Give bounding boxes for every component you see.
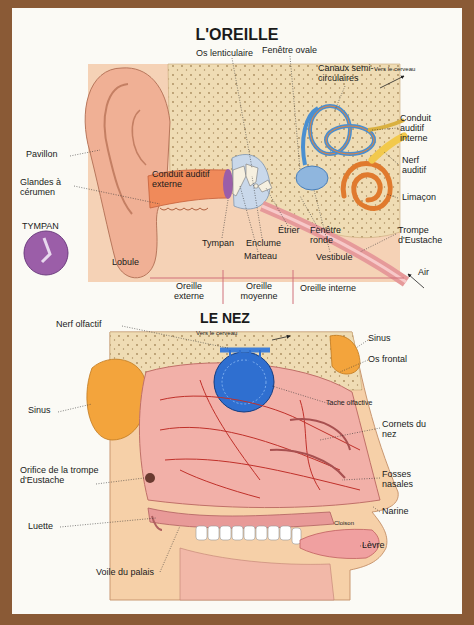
part-label: Cornets du nez — [382, 420, 432, 440]
part-label: TYMPAN — [22, 222, 72, 232]
part-label: Fenêtre ronde — [310, 226, 354, 246]
part-label: Tympan — [202, 239, 244, 249]
part-label: Os lenticulaire — [196, 49, 266, 59]
paper — [12, 8, 462, 614]
part-label: Voile du palais — [96, 568, 196, 578]
part-label: Glandes à cérumen — [20, 178, 76, 198]
part-label: Enclume — [246, 239, 290, 249]
part-label: Luette — [28, 522, 68, 532]
part-label: Cloison — [334, 520, 374, 527]
part-label: Vers le cerveau — [196, 330, 266, 337]
part-label: Canaux semi-circulaires — [318, 64, 380, 84]
part-label: Conduit auditif externe — [152, 170, 228, 190]
part-label: Oreille externe — [160, 282, 218, 302]
part-label: Oreille interne — [300, 284, 390, 294]
part-label: Os frontal — [368, 355, 428, 365]
part-label: Narine — [382, 507, 426, 517]
leader-lines — [58, 56, 398, 572]
part-label: Pavillon — [26, 150, 76, 160]
part-label: Nerf auditif — [402, 156, 444, 176]
diagram-title: L'OREILLE — [170, 26, 304, 44]
part-label: Nerf olfactif — [56, 320, 126, 330]
part-label: Orifice de la trompe d'Eustache — [20, 466, 100, 486]
part-label: Tache olfactive — [326, 399, 396, 407]
part-label: Lèvre — [362, 541, 402, 551]
part-label: Sinus — [28, 406, 68, 416]
part-label: Trompe d'Eustache — [398, 226, 454, 246]
part-label: Vers le cerveau — [374, 66, 434, 73]
part-label: Limaçon — [402, 193, 452, 203]
part-label: Marteau — [244, 252, 288, 262]
part-label: Conduit auditif interne — [400, 114, 448, 144]
part-label: Étrier — [278, 226, 312, 236]
part-label: Sinus — [368, 334, 412, 344]
ear-illustration — [24, 64, 424, 304]
part-label: Fenêtre ovale — [262, 46, 324, 56]
part-label: LE NEZ — [180, 311, 270, 326]
nose-illustration — [87, 332, 398, 600]
part-label: Oreille moyenne — [228, 282, 290, 302]
part-label: Vestibule — [316, 253, 370, 263]
part-label: Air — [418, 268, 442, 278]
part-label: Lobule — [112, 258, 152, 268]
part-label: Fosses nasales — [382, 470, 438, 490]
